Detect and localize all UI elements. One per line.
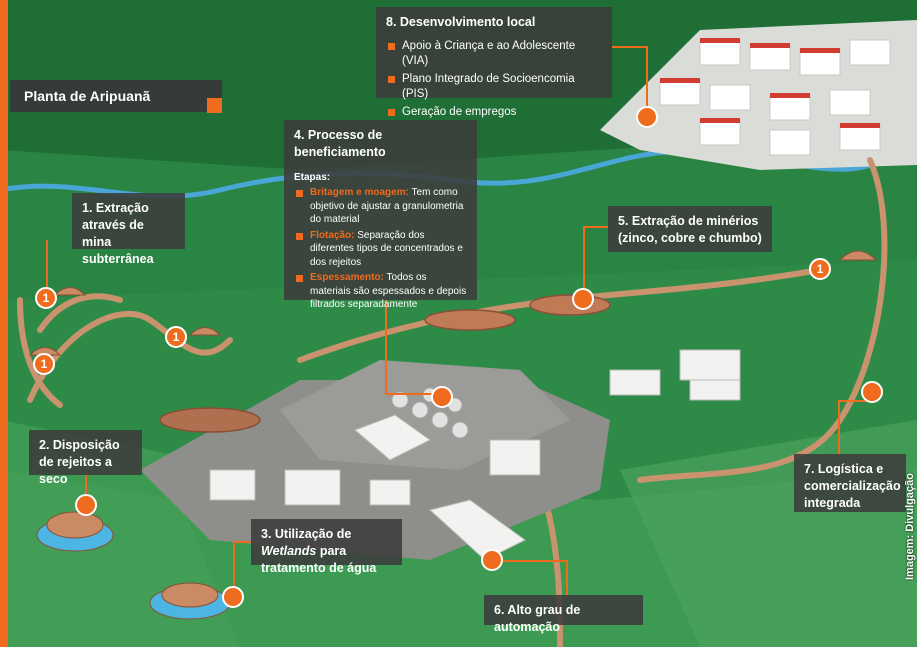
callout-5-title: 5. Extração de minérios (zinco, cobre e … (618, 214, 762, 245)
callout-6-title: 6. Alto grau de automação (494, 603, 581, 634)
callout-4-subtitle: Etapas: (294, 171, 331, 183)
marker-7 (861, 381, 883, 403)
callout-3-title-suffix: para tratamento de água (261, 543, 377, 575)
leader-line-7b (838, 400, 870, 402)
callout-6: 6. Alto grau de automação (484, 595, 643, 634)
leader-line-2 (85, 472, 87, 502)
mine-marker: 1 (35, 287, 57, 309)
page-title: Planta de Aripuanã (10, 80, 222, 112)
mine-marker: 1 (33, 353, 55, 375)
leader-line-4 (385, 300, 387, 393)
callout-4: 4. Processo de beneficiamento Etapas: Br… (284, 120, 477, 310)
callout-2-title: 2. Disposição de rejeitos a seco (39, 438, 120, 486)
step-item: Britagem e moagem: Tem como objetivo de … (294, 186, 467, 227)
mine-portals (28, 250, 878, 356)
callout-2: 2. Disposição de rejeitos a seco (29, 430, 142, 486)
marker-3 (222, 586, 244, 608)
title-accent (207, 98, 222, 113)
leader-line-8 (612, 46, 648, 48)
callout-8: 8. Desenvolvimento local Apoio à Criança… (376, 7, 612, 118)
leader-line-3 (233, 541, 235, 597)
leader-line-8b (646, 46, 648, 116)
accent-strip (0, 0, 8, 647)
mine-marker: 1 (809, 258, 831, 280)
page-title-text: Planta de Aripuanã (24, 88, 151, 104)
step-label: Britagem e moagem: (310, 187, 409, 199)
town-blocks (659, 39, 891, 156)
step-item: Flotação: Separação dos diferentes tipos… (294, 229, 467, 270)
mine-marker: 1 (165, 326, 187, 348)
leader-line-6b (566, 560, 568, 596)
leader-line-5b (583, 226, 608, 228)
callout-3-title: 3. Utilização de Wetlands para tratament… (261, 526, 392, 577)
leader-line-7 (838, 400, 840, 455)
marker-5 (572, 288, 594, 310)
marker-6 (481, 549, 503, 571)
plant-buildings (209, 349, 741, 561)
leader-line-1 (46, 240, 48, 296)
callout-4-steps: Britagem e moagem: Tem como objetivo de … (294, 186, 467, 312)
callout-3: 3. Utilização de Wetlands para tratament… (251, 519, 402, 575)
tailings-piles (36, 511, 231, 620)
local-dev-item: Plano Integrado de Socioencomia (PIS) (386, 72, 602, 103)
callout-4-title: 4. Processo de beneficiamento (294, 128, 386, 159)
step-item: Espessamento: Todos os materiais são esp… (294, 271, 467, 312)
leader-line-6 (492, 560, 567, 562)
town-roofs (660, 38, 880, 128)
step-text: Todos os materiais são espessados e depo… (310, 272, 467, 311)
callout-7: 7. Logística e comercialização integrada (794, 454, 906, 512)
image-credit: Imagem: Divulgação (904, 473, 916, 580)
callout-1-title: 1. Extração através de mina subterrânea (82, 201, 154, 266)
marker-8 (636, 106, 658, 128)
local-dev-item: Geração de empregos (386, 105, 602, 121)
step-label: Espessamento: (310, 272, 384, 284)
leader-line-4b (385, 393, 441, 395)
pits (159, 294, 611, 433)
marker-4 (431, 386, 453, 408)
callout-1: 1. Extração através de mina subterrânea (72, 193, 185, 266)
callout-3-title-prefix: 3. Utilização de (261, 527, 352, 541)
step-text: Tem como objetivo de ajustar a granulome… (310, 187, 464, 226)
callout-8-title: 8. Desenvolvimento local (386, 15, 536, 29)
callout-3-title-em: Wetlands (261, 543, 317, 558)
marker-2 (75, 494, 97, 516)
callout-5: 5. Extração de minérios (zinco, cobre e … (608, 206, 772, 252)
leader-line-3b (233, 541, 251, 543)
callout-7-title: 7. Logística e comercialização integrada (804, 462, 901, 510)
callout-8-items: Apoio à Criança e ao Adolescente (VIA) P… (386, 39, 602, 121)
leader-line-5 (583, 226, 585, 298)
step-label: Flotação: (310, 229, 355, 241)
local-dev-item: Apoio à Criança e ao Adolescente (VIA) (386, 39, 602, 70)
step-text: Separação dos diferentes tipos de concen… (310, 229, 463, 268)
